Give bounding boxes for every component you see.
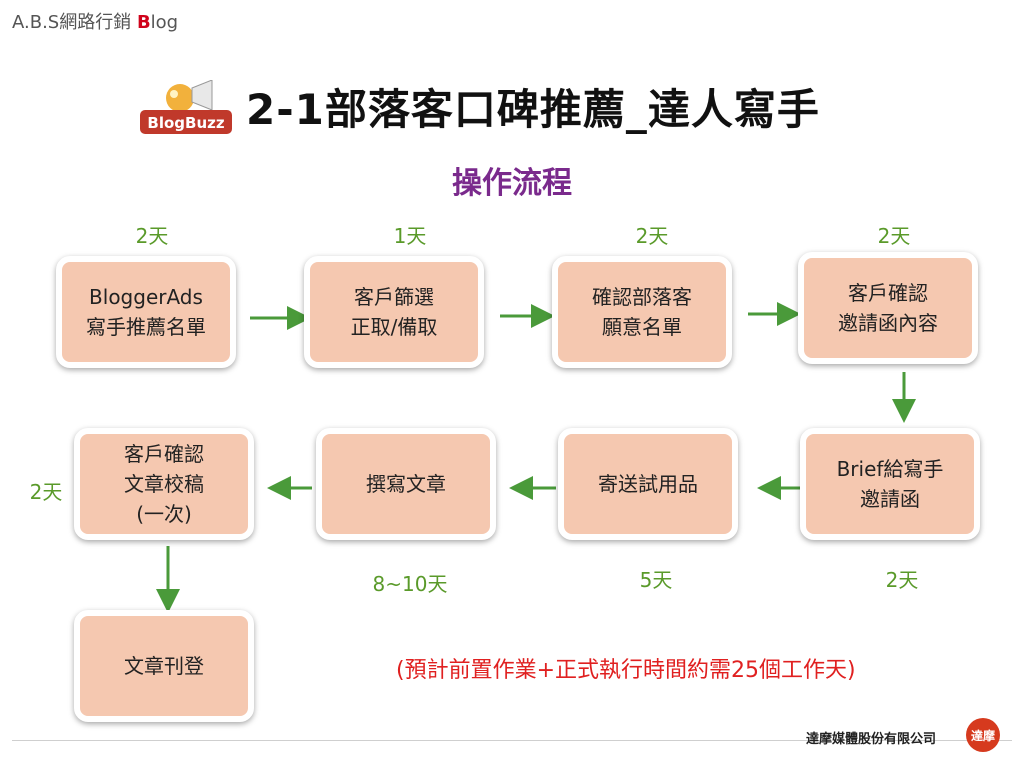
step-8-days: 2天 bbox=[29, 480, 63, 504]
step-2-box: 客戶篩選 正取/備取 bbox=[304, 256, 484, 368]
step-9-box: 文章刊登 bbox=[74, 610, 254, 722]
footer-divider bbox=[12, 740, 1012, 741]
step-6-box: 寄送試用品 bbox=[558, 428, 738, 540]
step-2-days: 1天 bbox=[393, 224, 427, 248]
step-7-box: 撰寫文章 bbox=[316, 428, 496, 540]
brand-header: A.B.S網路行銷 Blog bbox=[12, 8, 178, 34]
step-1-days: 2天 bbox=[135, 224, 169, 248]
logo-text: BlogBuzz bbox=[147, 114, 224, 132]
step-1-box: BloggerAds 寫手推薦名單 bbox=[56, 256, 236, 368]
company-name: 達摩媒體股份有限公司 bbox=[806, 732, 937, 747]
brand-accent: B bbox=[136, 12, 151, 33]
brand-suffix: log bbox=[150, 12, 179, 33]
blogbuzz-logo: BlogBuzz bbox=[140, 80, 232, 134]
brand-prefix: A.B.S網路行銷 bbox=[12, 12, 137, 33]
step-3-box: 確認部落客 願意名單 bbox=[552, 256, 732, 368]
step-4-days: 2天 bbox=[877, 224, 911, 248]
step-5-days: 2天 bbox=[885, 568, 919, 592]
step-8-box: 客戶確認 文章校稿 (一次) bbox=[74, 428, 254, 540]
page-title: 2-1部落客口碑推薦_達人寫手 bbox=[246, 85, 820, 134]
company-logo: 達摩 bbox=[966, 718, 1000, 752]
step-5-box: Brief給寫手 邀請函 bbox=[800, 428, 980, 540]
page-subtitle: 操作流程 bbox=[452, 166, 572, 201]
step-4-box: 客戶確認 邀請函內容 bbox=[798, 252, 978, 364]
timeline-note: (預計前置作業+正式執行時間約需25個工作天) bbox=[396, 658, 856, 683]
step-3-days: 2天 bbox=[635, 224, 669, 248]
step-6-days: 5天 bbox=[639, 568, 673, 592]
step-7-days: 8~10天 bbox=[372, 572, 448, 596]
